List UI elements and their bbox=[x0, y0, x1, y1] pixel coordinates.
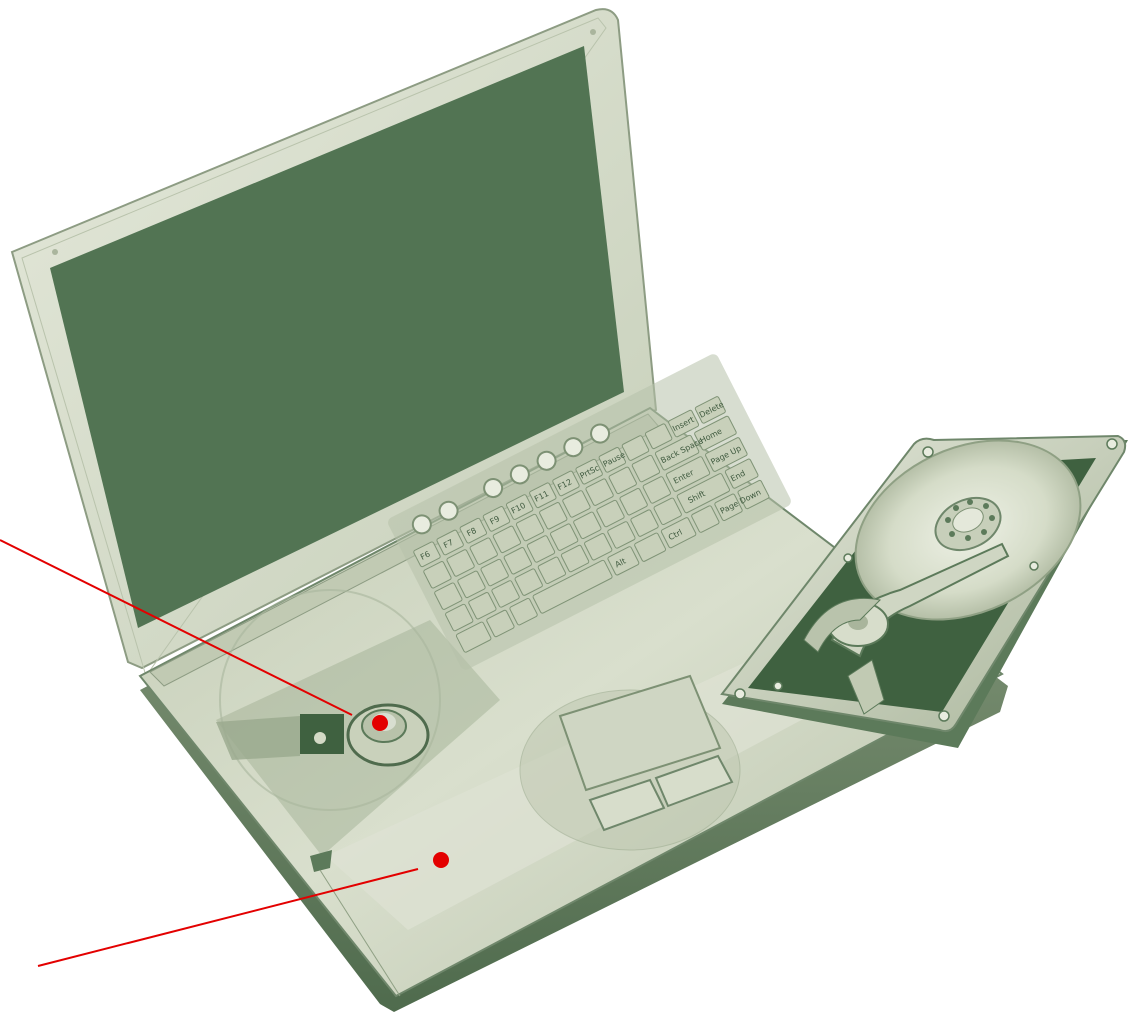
palmrest-marker bbox=[433, 852, 449, 868]
ghost-spindle-hub bbox=[348, 705, 428, 765]
hdd-spindle-marker bbox=[372, 715, 388, 731]
